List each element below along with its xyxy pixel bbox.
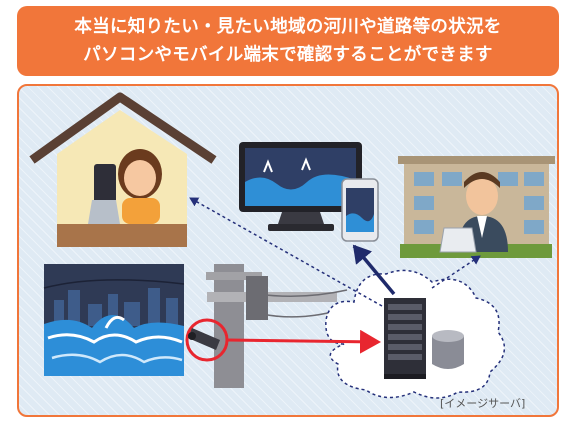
headline-banner: 本当に知りたい・見たい地域の河川や道路等の状況を パソコンやモバイル端末で確認す… (17, 6, 559, 76)
red-arrow-camera-to-server (227, 329, 381, 354)
headline-line-1: 本当に知りたい・見たい地域の河川や道路等の状況を (74, 17, 502, 37)
headline-line-2: パソコンやモバイル端末で確認することができます (83, 45, 493, 65)
surveillance-camera-icon (185, 318, 229, 362)
office-worker-icon (439, 172, 508, 253)
dotted-arrow-server-to-house (189, 197, 383, 307)
navy-arrow-server-to-smartphone (352, 244, 396, 296)
database-icon (432, 330, 464, 369)
dotted-arrow-server-to-office (431, 255, 481, 289)
image-server-caption: [イメージサーバ] (440, 397, 526, 410)
illustration-panel (17, 84, 559, 417)
utility-pole-icon (206, 264, 348, 388)
desktop-monitor-icon (239, 142, 362, 231)
server-rack-icon (384, 298, 426, 379)
smartphone-icon (341, 178, 379, 242)
illustration-scene (29, 92, 555, 399)
person-with-laptop-icon (57, 149, 187, 247)
river-flood-scene-icon (43, 264, 185, 376)
